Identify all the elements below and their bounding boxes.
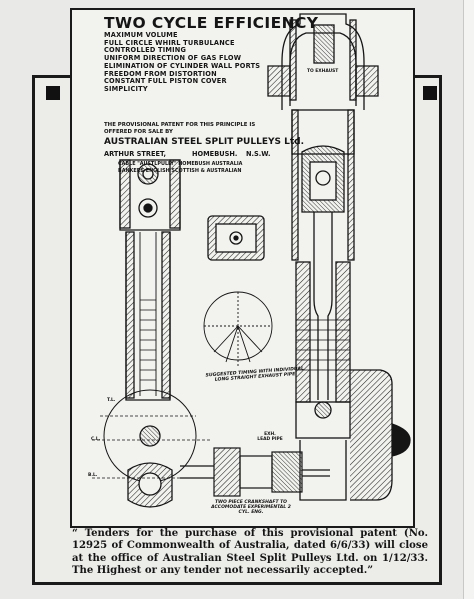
corner-ornament-right	[423, 86, 437, 100]
bl-label: B.L.	[88, 473, 98, 478]
timing-diagram	[203, 291, 273, 366]
address-street: Arthur Street,	[104, 150, 167, 158]
address-suburb: Homebush.	[192, 150, 238, 158]
crankshaft-label: Two piece crankshaft to accomodate exper…	[211, 500, 291, 516]
company-name: AUSTRALIAN STEEL SPLIT PULLEYS Ltd.	[104, 137, 304, 147]
crankshaft-drawing	[180, 447, 330, 497]
exhaust-pipe-label: Exh. Lead Pipe	[256, 432, 284, 442]
feature-item: Simplicity	[104, 84, 148, 93]
feature-item: Constant Full Piston Cover	[104, 77, 227, 86]
offer-text: The provisional patent for this principl…	[104, 122, 256, 135]
feature-item: Uniform Direction of Gas Flow	[104, 54, 242, 63]
feature-list: Maximum Volume Full Circle Whirl Turbula…	[104, 31, 261, 94]
bankers-line: Bankers English Scottish & Australian	[118, 168, 242, 174]
caption-text: “ Tenders for the purchase of this provi…	[72, 528, 428, 577]
address-state: N.S.W.	[246, 150, 271, 158]
page-edge	[463, 0, 474, 599]
tl-label: T.L.	[107, 398, 116, 403]
feature-item: Elimination of Cylinder Wall Ports	[104, 61, 261, 70]
feature-item: Freedom from Distortion	[104, 69, 217, 78]
feature-item: Full Circle Whirl Turbulance	[104, 38, 235, 47]
cable-address: Cable "Austlpully" Homebush Australia	[118, 161, 243, 167]
exhaust-label: To Exhaust	[307, 69, 339, 74]
feature-item: Controlled Timing	[104, 46, 187, 55]
cl-label: C.L.	[91, 437, 101, 442]
piston-section	[207, 215, 265, 261]
feature-item: Maximum Volume	[104, 31, 178, 39]
left-connecting-rod	[92, 159, 210, 508]
right-cylinder	[267, 13, 411, 501]
poster-title: TWO CYCLE EFFICIENCY	[104, 14, 319, 32]
corner-ornament-left	[46, 86, 60, 100]
